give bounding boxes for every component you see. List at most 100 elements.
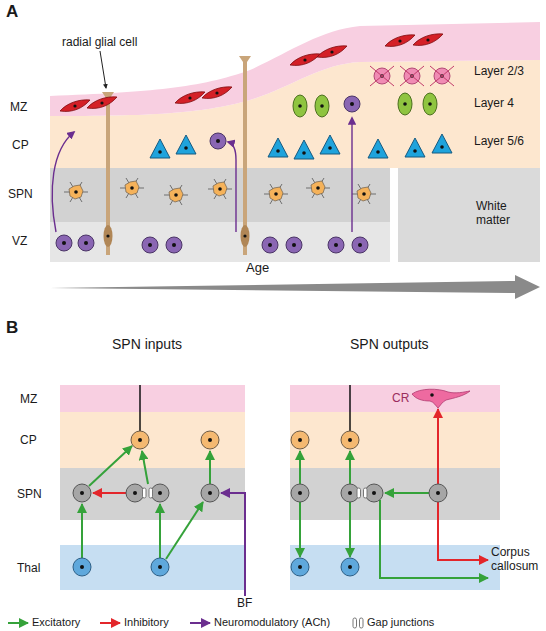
cell-nucleus <box>430 393 434 397</box>
input-connections <box>82 385 245 596</box>
text-label: MZ <box>10 101 27 115</box>
cells-use <box>262 237 278 253</box>
output-neurons-use <box>291 431 309 449</box>
cells-use <box>352 237 368 253</box>
cells-use <box>166 237 182 253</box>
white-matter-band <box>398 168 540 262</box>
cells-use <box>290 54 320 66</box>
cells-use <box>344 96 360 112</box>
cells-use <box>64 182 88 202</box>
glial-nucleus <box>106 234 109 237</box>
node-label: CR <box>392 391 409 405</box>
legend-text: Gap junctions <box>367 616 434 629</box>
cells-use <box>430 66 454 86</box>
glial-soma <box>241 225 250 247</box>
text-label: Layer 5/6 <box>474 135 524 149</box>
panel-letter: A <box>6 2 18 22</box>
input-connections-line <box>139 385 141 431</box>
migration-arrows <box>52 118 352 232</box>
legend-samples-line <box>100 622 120 624</box>
zone-band: CP <box>60 412 245 468</box>
cells-use <box>150 139 170 158</box>
zone-band: MZ <box>60 385 245 412</box>
output-bands-rect <box>290 412 500 468</box>
output-bands-rect <box>290 468 500 520</box>
migration-arrows-path <box>351 118 352 232</box>
output-connections-path <box>438 502 488 560</box>
cells-use <box>294 140 314 159</box>
input-neurons <box>73 431 219 576</box>
legend-samples-line <box>8 622 28 624</box>
cortex-bands <box>50 22 540 262</box>
input-neurons-use <box>201 431 219 449</box>
cells-use <box>264 184 288 204</box>
output-connections-path <box>380 500 488 578</box>
output-bands-rect <box>290 545 500 590</box>
output-connections-line <box>299 451 301 484</box>
output-neurons-use <box>365 484 383 502</box>
text-label: Layer 4 <box>474 97 514 111</box>
age-arrow <box>50 275 540 299</box>
output-bands <box>290 385 500 590</box>
subplate-band <box>50 168 390 222</box>
glial-soma <box>104 225 113 247</box>
zone-band: Thal <box>60 545 245 590</box>
output-neurons-use <box>341 431 359 449</box>
glial-nucleus <box>243 234 246 237</box>
output-connections <box>300 385 488 578</box>
input-connections-line <box>93 492 126 494</box>
cells-use <box>385 35 415 47</box>
cells-use <box>317 46 347 58</box>
cells-use <box>370 66 394 86</box>
marginal-zone-band <box>50 22 540 116</box>
cells-use <box>175 92 205 104</box>
input-connections-path <box>221 493 245 596</box>
cells-use <box>56 235 72 251</box>
legend-text: Neuromodulatory (ACh) <box>214 616 330 629</box>
text-label: SPN outputs <box>350 336 429 352</box>
text-label: VZ <box>12 235 27 249</box>
text-label: SPN <box>8 188 33 202</box>
text-label: radial glial cell <box>62 36 137 50</box>
migration-arrows-path <box>52 132 74 232</box>
cells-use <box>413 34 443 46</box>
cells-use <box>164 185 188 205</box>
input-connections-line <box>89 446 132 486</box>
input-neurons-use <box>131 431 149 449</box>
panel-letter: B <box>6 318 18 338</box>
cells-use <box>293 95 307 117</box>
output-connections-line <box>437 409 439 484</box>
cells-use <box>202 87 232 99</box>
cells-use <box>368 139 388 158</box>
cr-cell: CR <box>390 386 472 410</box>
output-neurons <box>291 431 447 576</box>
legend-text: Inhibitory <box>124 616 169 629</box>
output-neurons-use <box>341 558 359 576</box>
cells-use <box>208 179 232 199</box>
node-label: MZ <box>20 392 37 406</box>
output-connections-line <box>349 451 351 484</box>
cells-use <box>352 184 376 204</box>
cells-use <box>405 138 425 157</box>
cells-use <box>87 97 117 109</box>
legend-samples-use <box>353 618 363 628</box>
output-neurons-use <box>429 484 447 502</box>
cells-use <box>432 134 452 153</box>
glial-fiber <box>102 92 114 255</box>
input-neurons-use <box>151 484 169 502</box>
output-connections-line <box>349 502 351 557</box>
output-neurons-use <box>291 558 309 576</box>
legend-text: Excitatory <box>32 616 80 629</box>
text-label: Layer 2/3 <box>474 65 524 79</box>
cells-use <box>78 235 94 251</box>
output-bands-rect <box>290 385 500 412</box>
output-neurons-use <box>341 484 359 502</box>
input-neurons-use <box>151 558 169 576</box>
input-connections-line <box>81 504 83 558</box>
